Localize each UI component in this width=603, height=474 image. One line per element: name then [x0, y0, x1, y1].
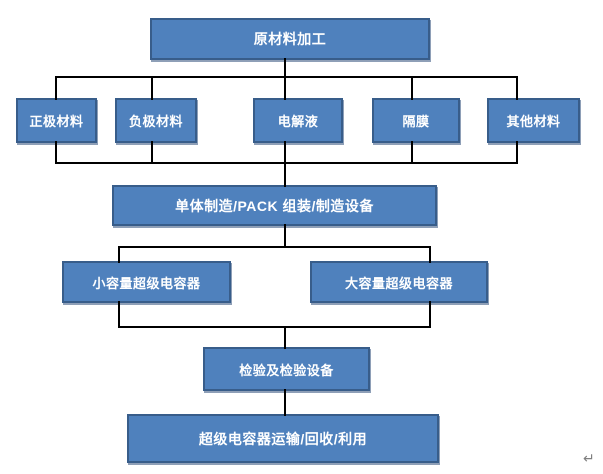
node-cell-manufacturing-pack-assembly-equipment: 单体制造/PACK 组装/制造设备	[112, 185, 437, 226]
connector-line	[284, 76, 286, 100]
connector-line	[516, 141, 518, 164]
node-other-materials: 其他材料	[487, 98, 580, 143]
paragraph-return-mark: ↵	[583, 450, 595, 466]
connector-line	[284, 326, 286, 349]
connector-line	[118, 246, 120, 263]
node-anode-material: 负极材料	[115, 98, 197, 143]
connector-line	[411, 76, 413, 100]
connector-line	[284, 58, 286, 78]
node-cathode-material: 正极材料	[16, 98, 97, 143]
connector-line	[284, 141, 286, 164]
connector-line	[118, 246, 431, 248]
connector-line	[429, 246, 431, 263]
connector-line	[284, 224, 286, 248]
node-raw-material-processing: 原材料加工	[150, 18, 430, 60]
connector-line	[55, 76, 57, 100]
connector-line	[284, 162, 286, 187]
connector-line	[55, 76, 518, 78]
connector-line	[118, 301, 120, 328]
node-supercapacitor-transport-recycling-utilization: 超级电容器运输/回收/利用	[127, 414, 439, 463]
connector-line	[55, 141, 57, 164]
node-electrolyte: 电解液	[253, 98, 343, 143]
connector-line	[411, 141, 413, 164]
node-inspection-and-inspection-equipment: 检验及检验设备	[203, 347, 370, 391]
connector-line	[429, 301, 431, 328]
connector-line	[516, 76, 518, 100]
connector-line	[151, 76, 153, 100]
connector-line	[151, 141, 153, 164]
connector-line	[284, 389, 286, 416]
connector-line	[118, 326, 431, 328]
node-large-capacity-supercapacitor: 大容量超级电容器	[310, 261, 488, 303]
node-separator: 隔膜	[372, 98, 460, 143]
node-small-capacity-supercapacitor: 小容量超级电容器	[62, 261, 231, 303]
connector-line	[55, 162, 518, 164]
